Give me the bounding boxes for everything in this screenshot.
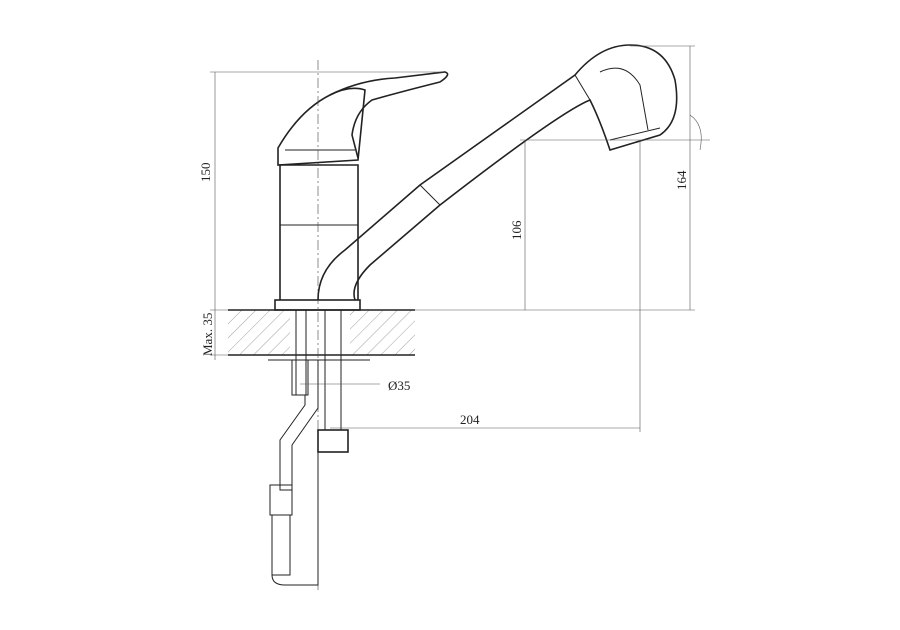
dimension-lines xyxy=(210,45,710,432)
dimension-hole-diameter: Ø35 xyxy=(388,378,410,393)
dimension-106: 106 xyxy=(509,220,524,240)
dimension-max-35: Max. 35 xyxy=(200,313,215,356)
supply-hoses xyxy=(269,309,349,586)
dimension-164: 164 xyxy=(674,170,689,190)
countertop xyxy=(228,309,415,361)
dimension-204: 204 xyxy=(460,412,480,427)
dimension-150: 150 xyxy=(198,163,213,183)
pull-out-spout xyxy=(317,44,678,301)
